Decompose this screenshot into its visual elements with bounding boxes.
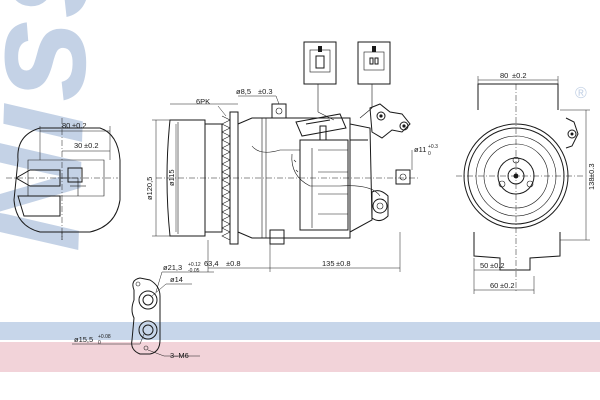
- hole-dia-label: ø8,5: [236, 87, 251, 96]
- port-15-tol-plus: +0.08: [98, 334, 111, 340]
- compressor-body: [237, 117, 351, 239]
- left-30-tol: ±0.2: [84, 141, 99, 150]
- side-width-tol: ±0.2: [512, 71, 527, 80]
- side-50-tol: ±0.2: [490, 261, 505, 270]
- mount-tol-plus: +0.3: [428, 144, 438, 150]
- len-63-label: 63,4: [204, 259, 219, 268]
- watermark-text: Nissens: [0, 0, 130, 254]
- side-60-tol: ±0.2: [500, 281, 515, 290]
- rear-bracket: [369, 103, 411, 139]
- len-135-label: 135: [322, 259, 335, 268]
- side-60-label: 60: [490, 281, 498, 290]
- side-height-tol: ±0.3: [587, 163, 596, 178]
- belt-label: 6PK: [196, 97, 210, 106]
- registered-mark: ®: [575, 85, 587, 102]
- rear-view: 80 ±0.2 30 ±0.2: [6, 118, 121, 240]
- clutch-disc: [166, 119, 206, 237]
- port-flange: ø21,3 +0.12 -0.05 ø14 ø15,5 +0.08 0 3–M6: [72, 262, 214, 360]
- hole-dia-tol: ±0.3: [258, 87, 273, 96]
- len-63-tol: ±0.8: [226, 259, 241, 268]
- thread-label: 3–M6: [170, 351, 189, 360]
- watermark: Nissens ®: [0, 0, 600, 372]
- port-15-tol-minus: 0: [98, 340, 101, 346]
- left-80-label: 80: [62, 121, 70, 130]
- side-width-label: 80: [500, 71, 508, 80]
- port-21-label: ø21,3: [163, 263, 182, 272]
- port-21-tol-plus: +0.12: [188, 262, 201, 268]
- wire-connector: [295, 113, 347, 137]
- pulley-inner-label: ø115: [167, 169, 176, 186]
- connector-detail-1: [303, 41, 337, 85]
- port-21-tol-minus: -0.05: [188, 268, 200, 274]
- port-15-label: ø15,5: [74, 335, 93, 344]
- mount-dia-label: ø11: [414, 145, 426, 154]
- pink-band: [0, 342, 600, 372]
- pulley-dia-label: ø120,5: [145, 177, 154, 200]
- len-135-tol: ±0.8: [336, 259, 351, 268]
- front-view: 80 ±0.2 138 ±0.3 50 ±0.2 60 ±0.2: [456, 71, 596, 294]
- port-14-label: ø14: [170, 275, 183, 284]
- side-height-label: 138: [587, 177, 596, 190]
- front-outer-ring: [463, 123, 569, 229]
- mount-tol-minus: 0: [428, 151, 431, 157]
- left-80-tol: ±0.2: [72, 121, 87, 130]
- side-50-label: 50: [480, 261, 488, 270]
- blue-band: [0, 322, 600, 340]
- connector-detail-2: [357, 41, 391, 85]
- main-view: 6PK ø8,5 ±0.3 ø120,5 ø115 ø11 +0.3 0 63,…: [145, 41, 438, 272]
- left-30-value: 30: [74, 141, 82, 150]
